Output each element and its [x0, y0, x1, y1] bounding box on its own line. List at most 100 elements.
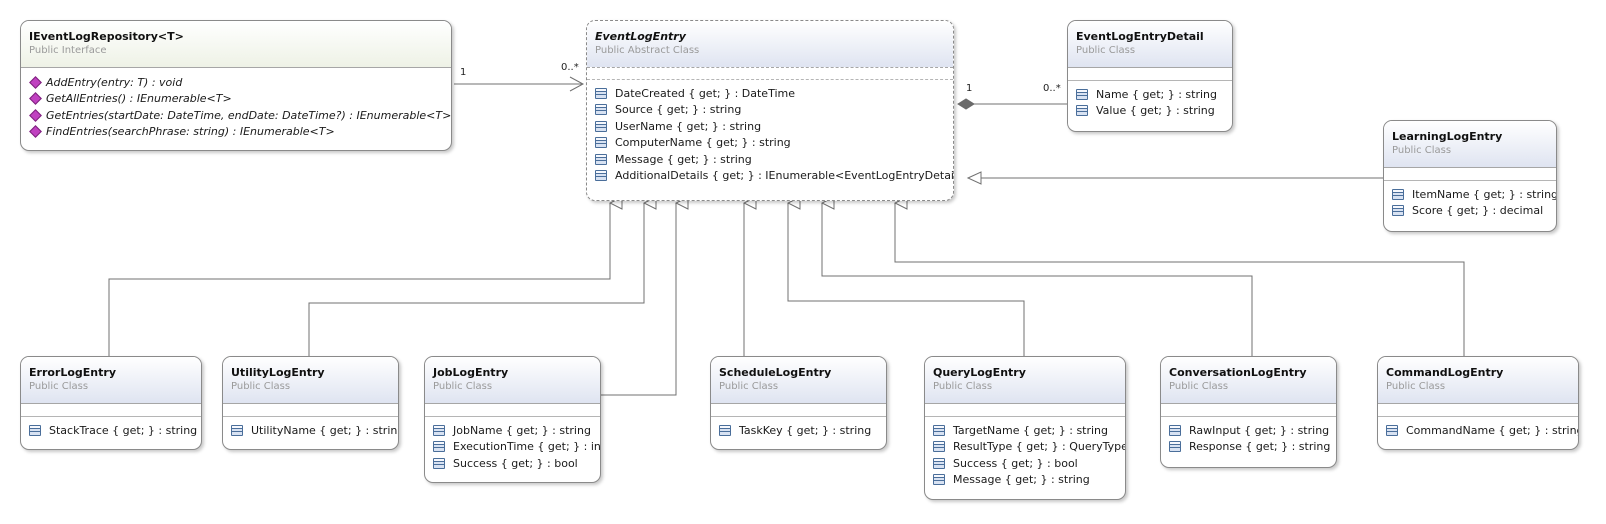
property-icon	[595, 170, 607, 182]
class-stereotype: Public Class	[1386, 381, 1446, 392]
fields-separator	[1161, 404, 1336, 417]
fields-separator	[925, 404, 1125, 417]
member-row[interactable]: Score { get; } : decimal	[1392, 203, 1556, 220]
class-box-querylogentry[interactable]: QueryLogEntry Public Class TargetName { …	[924, 356, 1126, 500]
member-row[interactable]: ResultType { get; } : QueryType	[933, 439, 1125, 456]
class-header: ConversationLogEntry Public Class	[1161, 357, 1336, 404]
member-row[interactable]: Response { get; } : string	[1169, 439, 1336, 456]
member-row[interactable]: CommandName { get; } : string	[1386, 422, 1578, 439]
member-row[interactable]: FindEntries(searchPhrase: string) : IEnu…	[29, 124, 451, 141]
class-box-commandlogentry[interactable]: CommandLogEntry Public Class CommandName…	[1377, 356, 1579, 450]
member-row[interactable]: DateCreated { get; } : DateTime	[595, 85, 953, 102]
member-row[interactable]: ItemName { get; } : string	[1392, 186, 1556, 203]
member-text: Source { get; } : string	[615, 103, 742, 117]
property-icon	[933, 441, 945, 453]
member-row[interactable]: TaskKey { get; } : string	[719, 422, 886, 439]
class-stereotype: Public Class	[1392, 145, 1452, 156]
member-row[interactable]: Source { get; } : string	[595, 102, 953, 119]
member-list: DateCreated { get; } : DateTime Source {…	[587, 80, 953, 184]
class-box-errorlogentry[interactable]: ErrorLogEntry Public Class StackTrace { …	[20, 356, 202, 450]
member-row[interactable]: Message { get; } : string	[933, 472, 1125, 489]
member-text: UserName { get; } : string	[615, 119, 762, 133]
member-row[interactable]: UserName { get; } : string	[595, 118, 953, 135]
member-row[interactable]: ExecutionTime { get; } : int	[433, 439, 600, 456]
fields-separator	[1384, 168, 1556, 181]
inheritance-line-conversation	[822, 203, 1253, 358]
member-list: ItemName { get; } : string Score { get; …	[1384, 181, 1556, 219]
member-row[interactable]: Value { get; } : string	[1076, 103, 1232, 120]
member-row[interactable]: RawInput { get; } : string	[1169, 422, 1336, 439]
member-row[interactable]: Name { get; } : string	[1076, 86, 1232, 103]
class-name: CommandLogEntry	[1386, 366, 1504, 379]
member-row[interactable]: Message { get; } : string	[595, 151, 953, 168]
property-icon	[933, 457, 945, 469]
property-icon	[719, 424, 731, 436]
member-text: Message { get; } : string	[953, 473, 1090, 487]
member-text: Message { get; } : string	[615, 152, 752, 166]
class-name: EventLogEntry	[595, 30, 686, 43]
multiplicity-label: 1	[460, 67, 467, 78]
member-row[interactable]: TargetName { get; } : string	[933, 422, 1125, 439]
property-icon	[1076, 88, 1088, 100]
class-header: UtilityLogEntry Public Class	[223, 357, 398, 404]
class-box-conversationlogentry[interactable]: ConversationLogEntry Public Class RawInp…	[1160, 356, 1337, 468]
member-row[interactable]: AddEntry(entry: T) : void	[29, 74, 451, 91]
property-icon	[595, 153, 607, 165]
member-list: UtilityName { get; } : string	[223, 417, 398, 439]
class-box-ieventlogrepository[interactable]: IEventLogRepository<T> Public Interface …	[20, 20, 452, 151]
fields-separator	[425, 404, 600, 417]
fields-separator	[223, 404, 398, 417]
class-stereotype: Public Class	[1169, 381, 1229, 392]
member-row[interactable]: Success { get; } : bool	[933, 455, 1125, 472]
class-name: UtilityLogEntry	[231, 366, 325, 379]
property-icon	[595, 87, 607, 99]
class-stereotype: Public Interface	[29, 45, 107, 56]
member-text: TaskKey { get; } : string	[739, 423, 872, 437]
member-row[interactable]: ComputerName { get; } : string	[595, 135, 953, 152]
class-name: ConversationLogEntry	[1169, 366, 1307, 379]
member-row[interactable]: UtilityName { get; } : string	[231, 422, 398, 439]
member-row[interactable]: JobName { get; } : string	[433, 422, 600, 439]
member-row[interactable]: AdditionalDetails { get; } : IEnumerable…	[595, 168, 953, 185]
member-row[interactable]: GetAllEntries() : IEnumerable<T>	[29, 91, 451, 108]
fields-separator	[1068, 68, 1232, 81]
class-name: JobLogEntry	[433, 366, 509, 379]
class-box-eventlogentry[interactable]: EventLogEntry Public Abstract Class Date…	[586, 20, 954, 201]
method-icon	[29, 125, 42, 139]
class-box-learninglogentry[interactable]: LearningLogEntry Public Class ItemName {…	[1383, 120, 1557, 232]
property-icon	[1169, 424, 1181, 436]
member-text: ComputerName { get; } : string	[615, 136, 791, 150]
member-row[interactable]: Success { get; } : bool	[433, 455, 600, 472]
property-icon	[29, 424, 41, 436]
class-header: ErrorLogEntry Public Class	[21, 357, 201, 404]
member-text: ResultType { get; } : QueryType	[953, 440, 1126, 454]
member-list: CommandName { get; } : string	[1378, 417, 1578, 439]
member-text: AdditionalDetails { get; } : IEnumerable…	[615, 169, 954, 183]
member-text: GetAllEntries() : IEnumerable<T>	[46, 92, 232, 106]
class-box-eventlogentrydetail[interactable]: EventLogEntryDetail Public Class Name { …	[1067, 20, 1233, 132]
member-text: UtilityName { get; } : string	[251, 423, 399, 437]
class-box-schedulelogentry[interactable]: ScheduleLogEntry Public Class TaskKey { …	[710, 356, 887, 450]
multiplicity-label: 1	[966, 83, 973, 94]
class-stereotype: Public Class	[231, 381, 291, 392]
property-icon	[1076, 105, 1088, 117]
inheritance-line-query	[788, 203, 1025, 358]
method-icon	[29, 75, 42, 89]
class-header: ScheduleLogEntry Public Class	[711, 357, 886, 404]
member-text: FindEntries(searchPhrase: string) : IEnu…	[46, 125, 335, 139]
member-row[interactable]: StackTrace { get; } : string	[29, 422, 201, 439]
member-list: Name { get; } : string Value { get; } : …	[1068, 81, 1232, 119]
class-box-utilitylogentry[interactable]: UtilityLogEntry Public Class UtilityName…	[222, 356, 399, 450]
member-text: JobName { get; } : string	[453, 423, 591, 437]
property-icon	[1392, 188, 1404, 200]
class-box-joblogentry[interactable]: JobLogEntry Public Class JobName { get; …	[424, 356, 601, 483]
member-list: TargetName { get; } : string ResultType …	[925, 417, 1125, 488]
class-name: ErrorLogEntry	[29, 366, 116, 379]
composition-diamond	[957, 98, 975, 110]
fields-separator	[1378, 404, 1578, 417]
member-list: RawInput { get; } : string Response { ge…	[1161, 417, 1336, 455]
member-row[interactable]: GetEntries(startDate: DateTime, endDate:…	[29, 107, 451, 124]
property-icon	[933, 424, 945, 436]
class-stereotype: Public Class	[933, 381, 993, 392]
